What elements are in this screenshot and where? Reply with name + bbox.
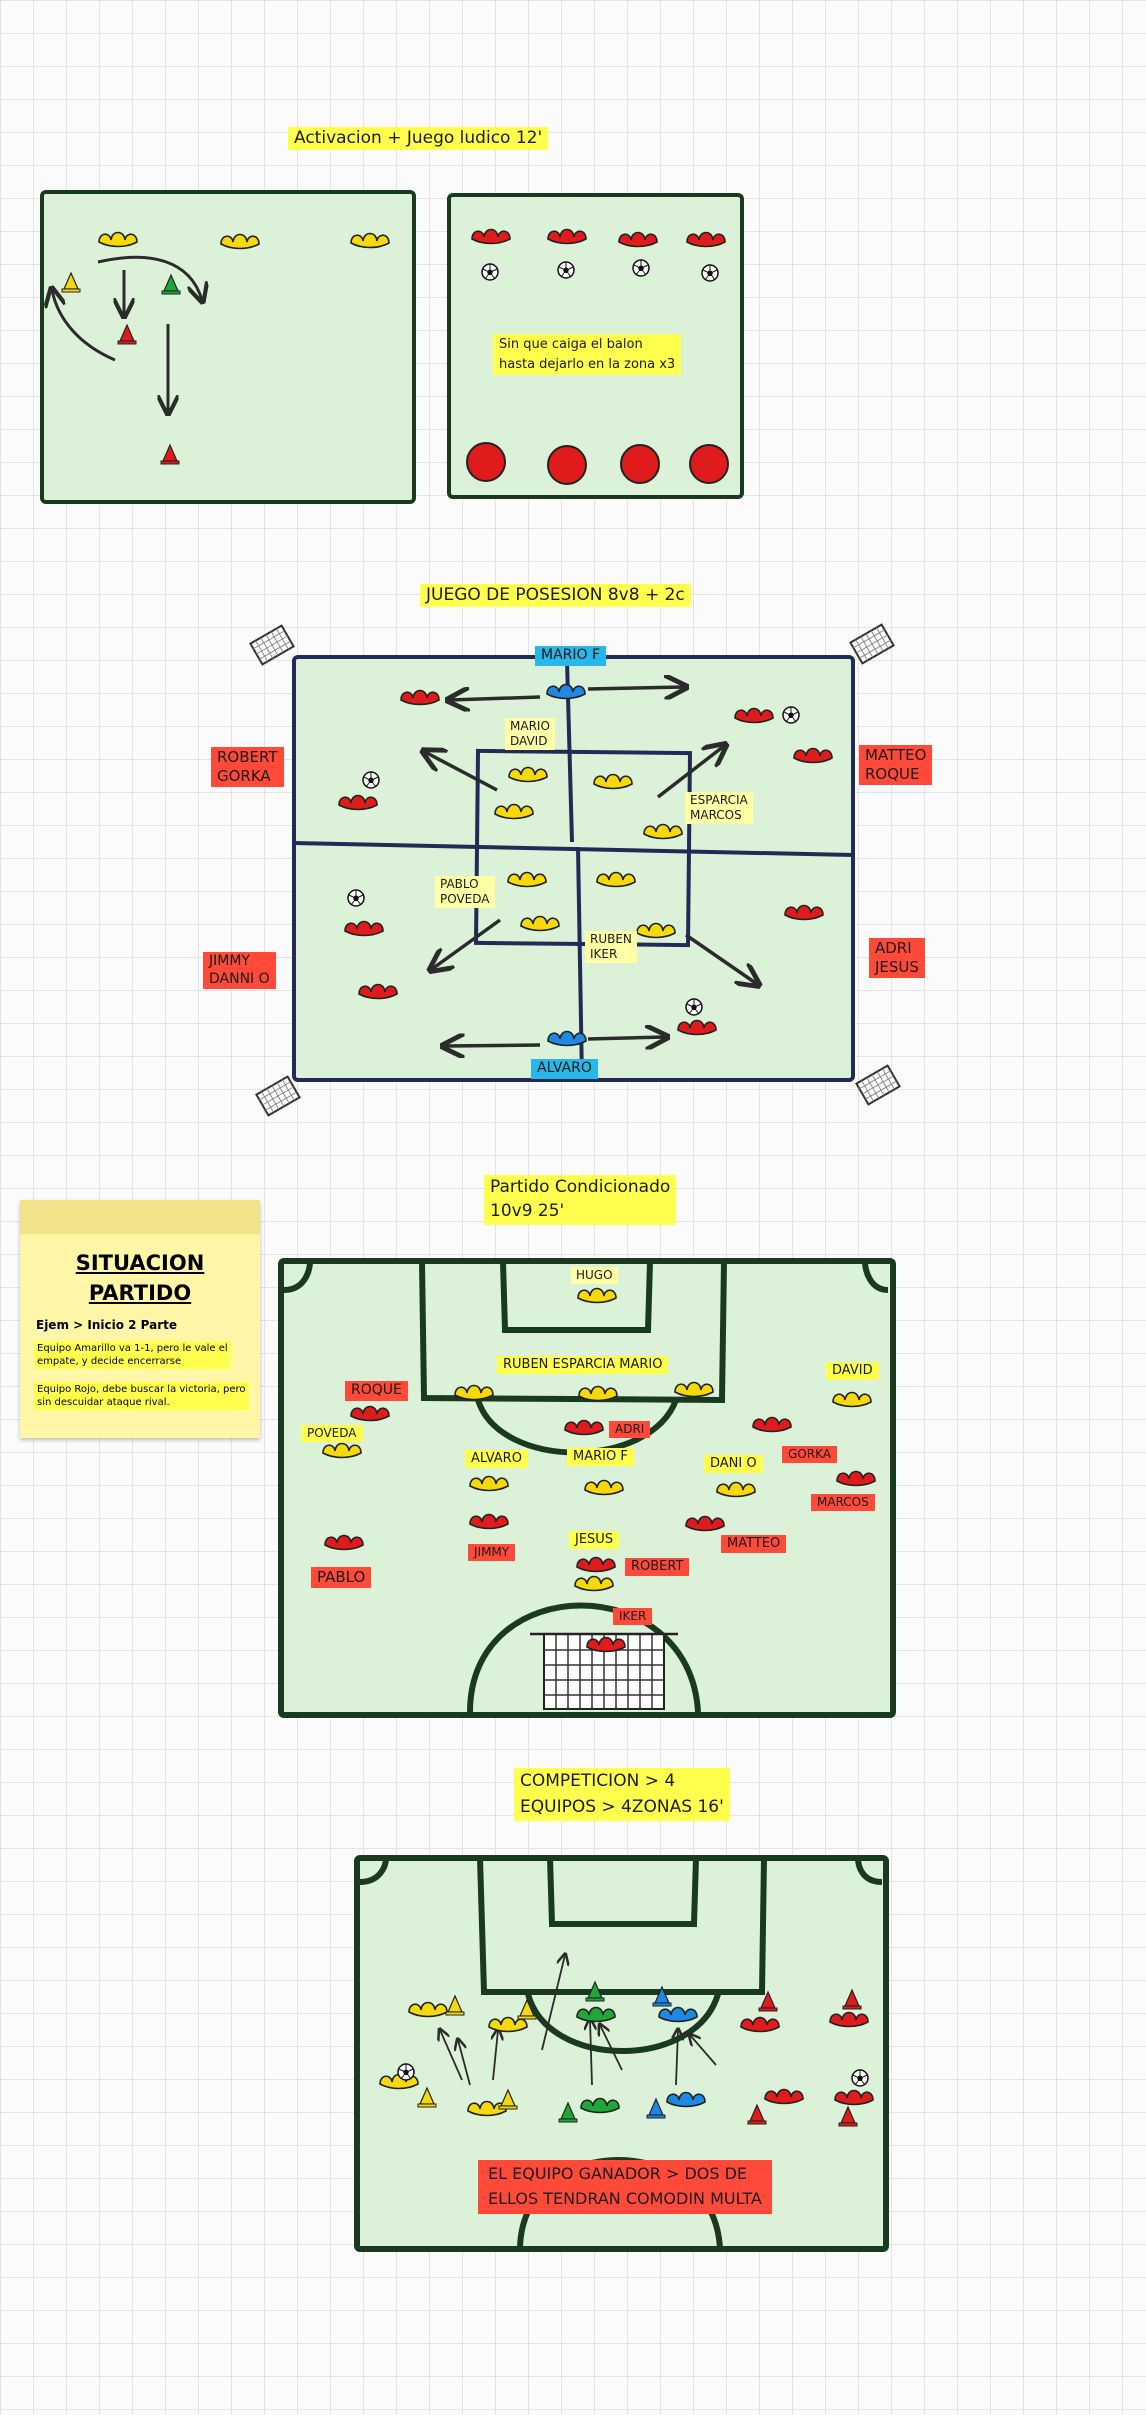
cone-icon	[646, 2098, 666, 2119]
label-matteo: MATTEO	[721, 1535, 787, 1554]
label-adri-jesus: ADRI JESUS	[869, 938, 925, 978]
label-mario-f: MARIO F	[535, 646, 607, 666]
arrow-icon	[587, 687, 684, 689]
arrow-icon	[425, 752, 498, 792]
label-iker: IKER	[613, 1608, 653, 1625]
label-gorka: GORKA	[782, 1446, 837, 1463]
label-mario-david: MARIO DAVID	[505, 718, 555, 750]
cone-icon	[417, 2087, 437, 2108]
player-icon	[829, 2011, 869, 2028]
label-ruben-iker: RUBEN IKER	[585, 931, 637, 963]
arrow-icon	[656, 746, 724, 799]
player-icon	[658, 2006, 698, 2023]
player-icon	[764, 2088, 804, 2105]
label-danni-o: DANI O	[704, 1455, 763, 1474]
cone-icon	[747, 2104, 767, 2125]
arrow-icon	[97, 255, 202, 300]
label-roque: ROQUE	[345, 1381, 408, 1401]
label-pablo-poveda: PABLO POVEDA	[435, 876, 495, 908]
arrow-icon	[685, 933, 757, 984]
activation-title: Activacion + Juego ludico 12'	[288, 127, 549, 151]
label-jesus: JESUS	[569, 1531, 620, 1550]
possession-title: JUEGO DE POSESION 8v8 + 2c	[420, 584, 691, 608]
target-circle-icon	[547, 445, 587, 485]
label-robert-gorka: ROBERT GORKA	[211, 747, 284, 787]
label-poveda: POVEDA	[301, 1425, 363, 1442]
target-circle-icon	[689, 444, 729, 484]
possession-field	[292, 655, 855, 1082]
player-icon	[740, 2016, 780, 2033]
player-icon	[666, 2091, 706, 2108]
label-adri: ADRI	[609, 1421, 651, 1438]
player-icon	[834, 2089, 874, 2106]
arrow-icon	[445, 1045, 541, 1046]
label-hugo: HUGO	[571, 1267, 618, 1284]
cone-icon	[842, 1989, 862, 2010]
label-pablo: PABLO	[311, 1567, 372, 1588]
competition-title: COMPETICION > 4 EQUIPOS > 4ZONAS 16'	[514, 1768, 730, 1821]
cone-icon	[498, 2089, 518, 2110]
competition-note: EL EQUIPO GANADOR > DOS DE ELLOS TENDRAN…	[478, 2160, 772, 2214]
note-title: SITUACION PARTIDO	[75, 1251, 205, 1306]
label-alvaro: ALVARO	[465, 1450, 528, 1469]
label-ruben-esparcia-mario: RUBEN ESPARCIA MARIO	[497, 1356, 669, 1375]
note-subtitle: Ejem > Inicio 2 Parte	[36, 1318, 178, 1332]
arrow-icon	[432, 918, 502, 969]
cone-icon	[445, 1995, 465, 2016]
label-esparcia-marcos: ESPARCIA MARCOS	[685, 792, 753, 824]
label-david: DAVID	[826, 1362, 879, 1381]
label-jimmy-danni: JIMMY DANNI O	[203, 952, 276, 989]
situation-note: SITUACION PARTIDO Ejem > Inicio 2 Parte …	[20, 1200, 260, 1438]
arrow-icon	[587, 1037, 665, 1039]
target-circle-icon	[466, 442, 506, 482]
arrow-icon	[52, 290, 116, 362]
ball-icon	[397, 2063, 415, 2081]
player-icon	[580, 2097, 620, 2114]
label-marcos: MARCOS	[811, 1494, 875, 1511]
target-zones	[466, 442, 729, 485]
ball-icon	[851, 2069, 869, 2087]
arrow-icon	[450, 697, 541, 700]
note-line-2: Equipo Rojo, debe buscar la victoria, pe…	[34, 1382, 249, 1410]
label-robert: ROBERT	[625, 1558, 690, 1577]
note-line-1: Equipo Amarillo va 1-1, pero le vale el …	[34, 1341, 231, 1369]
player-icon	[576, 2006, 616, 2023]
cone-icon	[558, 2102, 578, 2123]
label-mario-f: MARIO F	[567, 1448, 634, 1467]
match-title: Partido Condicionado 10v9 25'	[484, 1175, 677, 1225]
player-icon	[488, 2016, 528, 2033]
cone-icon	[838, 2106, 858, 2127]
label-matteo-roque: MATTEO ROQUE	[859, 745, 933, 785]
label-alvaro: ALVARO	[531, 1059, 598, 1079]
activation-note: Sin que caiga el balon hasta dejarlo en …	[493, 334, 682, 375]
player-icon	[408, 2001, 448, 2018]
label-jimmy: JIMMY	[468, 1544, 516, 1561]
target-circle-icon	[620, 444, 660, 484]
